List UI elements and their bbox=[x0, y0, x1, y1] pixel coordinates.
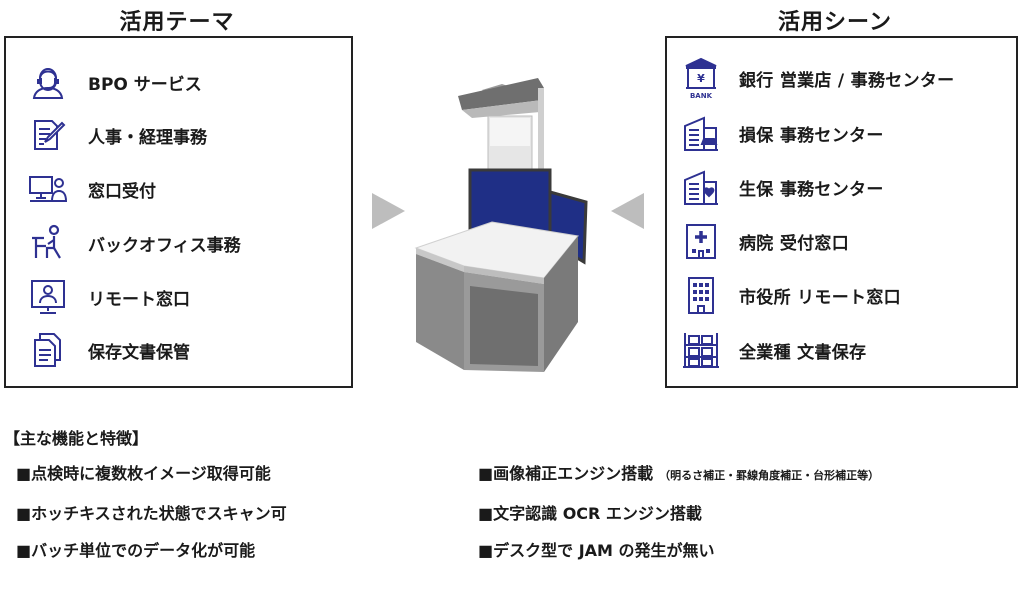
theme-item: BPO サービス bbox=[6, 62, 202, 102]
svg-text:¥: ¥ bbox=[697, 72, 705, 85]
scene-item: 市役所 リモート窓口 bbox=[667, 275, 901, 315]
scene-item: 損保 事務センター bbox=[667, 113, 884, 153]
theme-label: 人事・経理事務 bbox=[88, 127, 207, 148]
feature-text: ■デスク型で JAM の発生が無い bbox=[478, 541, 715, 560]
theme-item: 人事・経理事務 bbox=[6, 115, 207, 155]
desk-worker-icon bbox=[24, 223, 72, 263]
scene-label: 生保 事務センター bbox=[739, 179, 884, 200]
document-pen-icon bbox=[24, 115, 72, 155]
theme-item: 保存文書保管 bbox=[6, 330, 190, 370]
feature-item: ■文字認識 OCR エンジン搭載 bbox=[478, 500, 702, 524]
theme-label: リモート窓口 bbox=[88, 289, 190, 310]
theme-label: 保存文書保管 bbox=[88, 342, 190, 363]
left-heading: 活用テーマ bbox=[119, 10, 235, 35]
scene-label: 損保 事務センター bbox=[739, 125, 884, 146]
operator-headset-icon bbox=[24, 62, 72, 102]
feature-item: ■バッチ単位でのデータ化が可能 bbox=[16, 541, 256, 560]
arrow-right-pointing-icon bbox=[372, 193, 405, 229]
scene-item: 全業種 文書保存 bbox=[667, 330, 866, 370]
scene-item: ¥ BANK 銀行 営業店 / 事務センター bbox=[667, 57, 955, 100]
theme-item: バックオフィス事務 bbox=[6, 223, 241, 263]
insurance-car-building-icon bbox=[677, 113, 725, 153]
bank-icon-text: BANK bbox=[690, 92, 713, 100]
theme-label: バックオフィス事務 bbox=[88, 235, 241, 256]
themes-panel: BPO サービス 人事・経理事務 窓口受付 bbox=[4, 36, 353, 388]
remote-monitor-icon bbox=[24, 277, 72, 317]
insurance-life-building-icon bbox=[677, 167, 725, 207]
scene-item: 生保 事務センター bbox=[667, 167, 884, 207]
feature-item: ■点検時に複数枚イメージ取得可能 bbox=[16, 464, 271, 483]
feature-item: ■ホッチキスされた状態でスキャン可 bbox=[16, 504, 287, 523]
theme-label: BPO サービス bbox=[88, 74, 202, 95]
bank-icon: ¥ BANK bbox=[677, 57, 725, 100]
right-heading: 活用シーン bbox=[778, 10, 892, 35]
documents-stack-icon bbox=[24, 330, 72, 370]
scene-item: 病院 受付窓口 bbox=[667, 221, 849, 261]
feature-item: ■デスク型で JAM の発生が無い bbox=[478, 537, 715, 561]
feature-item: ■画像補正エンジン搭載 （明るさ補正・罫線角度補正・台形補正等） bbox=[478, 460, 879, 484]
theme-item: 窓口受付 bbox=[6, 169, 156, 209]
city-hall-icon bbox=[677, 275, 725, 315]
feature-note: （明るさ補正・罫線角度補正・台形補正等） bbox=[659, 469, 880, 482]
hospital-icon bbox=[677, 221, 725, 261]
features-title: 【主な機能と特徴】 bbox=[4, 429, 149, 448]
theme-label: 窓口受付 bbox=[88, 181, 156, 202]
scene-label: 全業種 文書保存 bbox=[739, 342, 867, 363]
theme-item: リモート窓口 bbox=[6, 277, 190, 317]
arrow-left-pointing-icon bbox=[611, 193, 644, 229]
desk-scanner-illustration bbox=[414, 78, 588, 372]
feature-text: ■文字認識 OCR エンジン搭載 bbox=[478, 504, 702, 523]
storage-shelf-icon bbox=[677, 330, 725, 370]
scene-label: 市役所 リモート窓口 bbox=[739, 287, 901, 308]
scene-label: 銀行 営業店 / 事務センター bbox=[739, 70, 955, 91]
scenes-panel: ¥ BANK 銀行 営業店 / 事務センター 損保 事務センター bbox=[665, 36, 1018, 388]
scene-label: 病院 受付窓口 bbox=[739, 233, 850, 254]
feature-text: ■画像補正エンジン搭載 bbox=[478, 464, 654, 483]
reception-desk-icon bbox=[24, 169, 72, 209]
